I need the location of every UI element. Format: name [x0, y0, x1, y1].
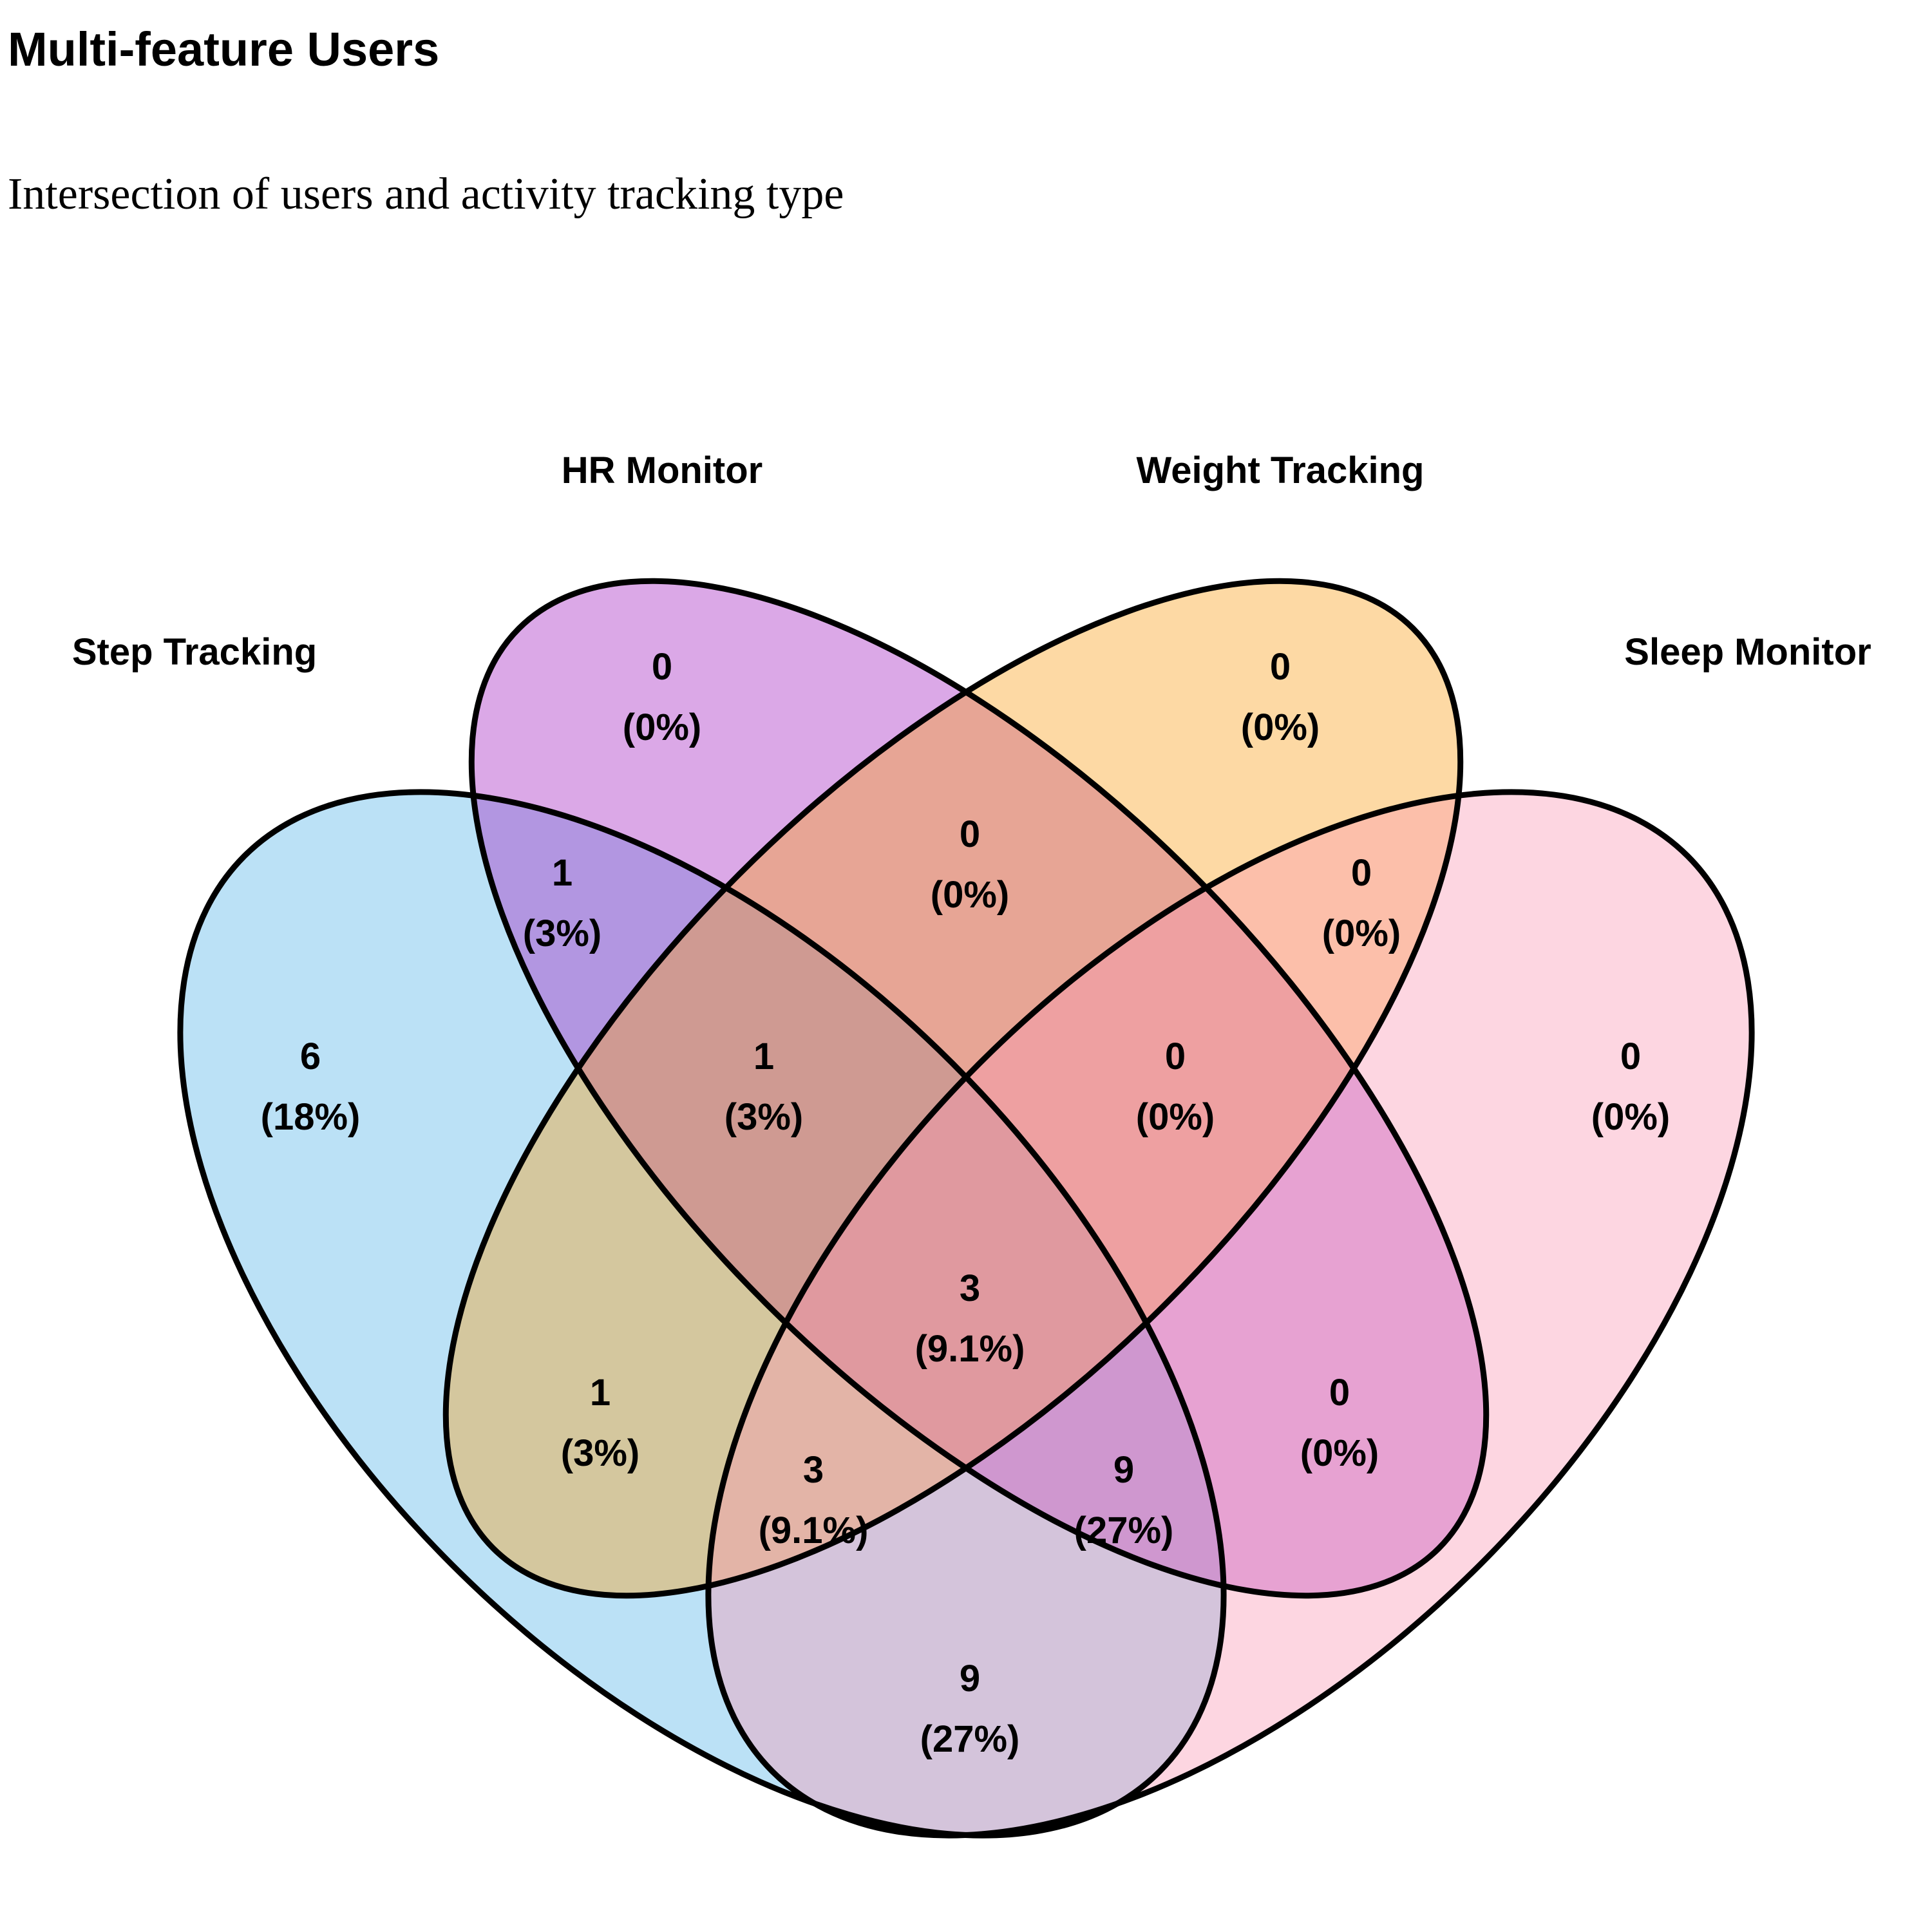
set-fills [180, 581, 1752, 1836]
region-count: 0 [960, 813, 980, 855]
region-hr-sleep-step: 9 (27%) [1074, 1449, 1174, 1551]
region-count: 9 [1113, 1449, 1134, 1491]
region-count: 1 [590, 1372, 611, 1414]
set-fill-sleep [708, 791, 1752, 1836]
region-weight: 0 (0%) [1241, 646, 1320, 748]
region-percent: (0%) [1241, 706, 1320, 748]
region-sleep-weight: 0 (0%) [1322, 852, 1401, 954]
region-hr: 0 (0%) [623, 646, 701, 748]
region-percent: (3%) [561, 1432, 639, 1474]
region-step-weight: 1 (3%) [561, 1372, 639, 1474]
region-count: 3 [803, 1449, 824, 1491]
region-count: 0 [1270, 646, 1291, 688]
region-count: 0 [1329, 1372, 1350, 1414]
region-percent: (3%) [523, 913, 601, 954]
region-hr-sleep-weight: 0 (0%) [1136, 1036, 1215, 1138]
region-count: 3 [960, 1267, 980, 1309]
set-fill-step [180, 791, 1224, 1836]
region-percent: (0%) [623, 706, 701, 748]
set-label-weight: Weight Tracking [1137, 450, 1425, 491]
region-count: 1 [552, 852, 573, 894]
region-hr-step: 1 (3%) [523, 852, 601, 954]
region-hr-weight: 0 (0%) [931, 813, 1009, 916]
region-sleep-step: 9 (27%) [920, 1658, 1020, 1760]
set-outline-sleep [705, 789, 1755, 1839]
region-percent: (3%) [724, 1096, 803, 1138]
region-percent: (0%) [931, 874, 1009, 916]
region-count: 0 [652, 646, 672, 688]
set-label-sleep: Sleep Monitor [1624, 631, 1871, 673]
region-labels: 6 (18%) 0 (0%) 0 (0%) 0 (0%) 1 (3%) 0 (0%) 0 (0%) 1 (3%… [261, 646, 1671, 1760]
page-title: Multi-feature Users [8, 23, 440, 76]
region-step: 6 (18%) [261, 1036, 361, 1138]
set-labels: Step Tracking HR Monitor Weight TrackingSl… [72, 450, 1871, 673]
region-count: 0 [1351, 852, 1372, 894]
set-outline-step [177, 789, 1227, 1839]
region-percent: (9.1%) [915, 1328, 1025, 1370]
region-percent: (0%) [1322, 913, 1401, 954]
region-count: 6 [300, 1036, 321, 1077]
set-outline-hr [468, 578, 1490, 1599]
region-percent: (9.1%) [759, 1510, 869, 1551]
region-percent: (0%) [1300, 1432, 1379, 1474]
region-percent: (18%) [261, 1096, 361, 1138]
region-sleep: 0 (0%) [1591, 1036, 1670, 1138]
region-hr-sleep-step-weight: 3 (9.1%) [915, 1267, 1025, 1370]
page-subtitle: Intersection of users and activity track… [8, 169, 844, 219]
region-sleep-step-weight: 3 (9.1%) [759, 1449, 869, 1551]
region-hr-step-weight: 1 (3%) [724, 1036, 803, 1138]
region-percent: (0%) [1136, 1096, 1215, 1138]
set-label-step: Step Tracking [72, 631, 317, 673]
region-percent: (27%) [920, 1718, 1020, 1760]
region-count: 1 [753, 1036, 774, 1077]
region-count: 0 [1165, 1036, 1186, 1077]
region-hr-sleep: 0 (0%) [1300, 1372, 1379, 1474]
set-label-hr: HR Monitor [562, 450, 763, 491]
region-count: 0 [1620, 1036, 1641, 1077]
region-percent: (27%) [1074, 1510, 1174, 1551]
set-outline-weight [442, 578, 1464, 1599]
region-count: 9 [960, 1658, 980, 1700]
region-percent: (0%) [1591, 1096, 1670, 1138]
set-outlines [177, 578, 1755, 1839]
